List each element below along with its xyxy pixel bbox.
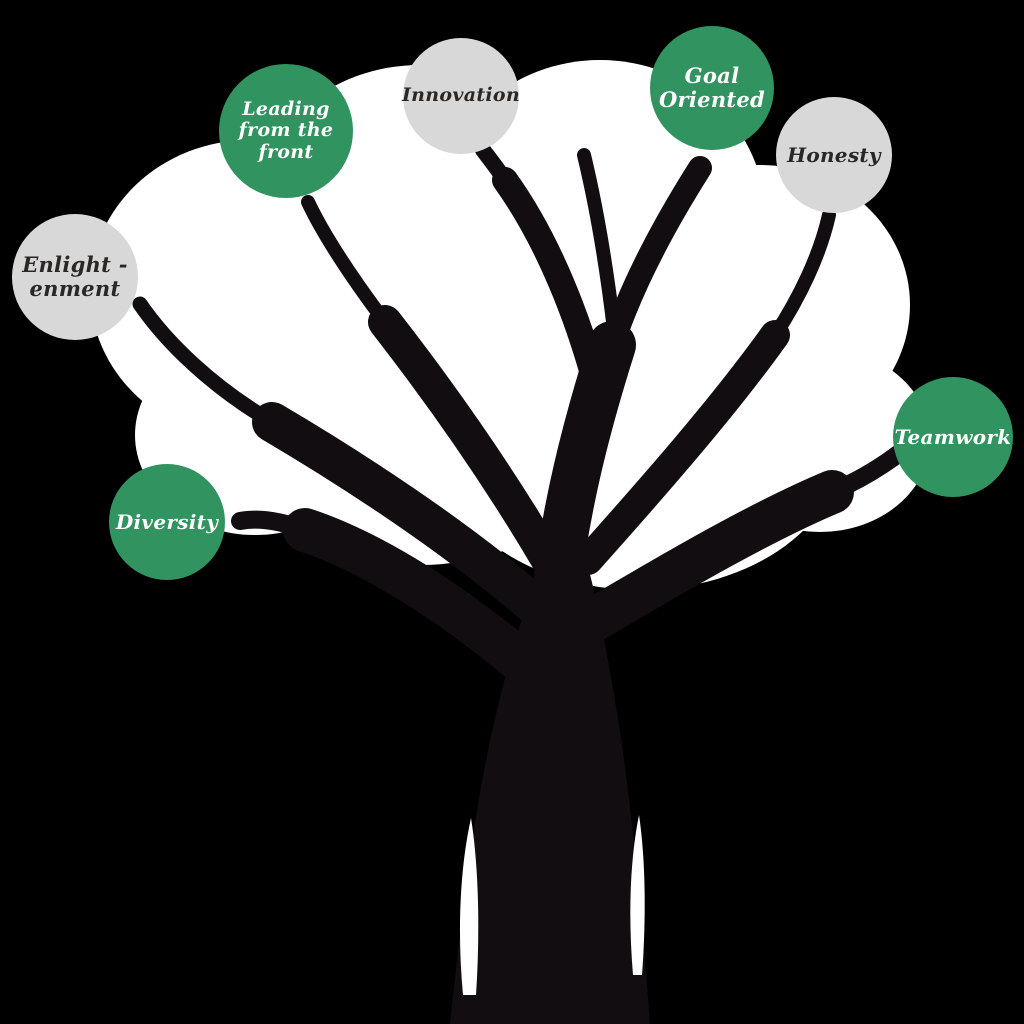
node-goal-oriented: Goal Oriented [650,26,774,150]
tree-trunk [450,566,650,1024]
tree-branches [132,142,907,687]
node-enlightenment: Enlight - enment [12,214,138,340]
node-teamwork: Teamwork [893,377,1013,497]
node-diversity: Diversity [109,464,225,580]
node-honesty: Honesty [776,97,892,213]
node-leading-from-the-front: Leading from the front [219,64,353,198]
node-innovation: Innovation [402,38,520,154]
trunk-base-highlights [459,815,645,995]
